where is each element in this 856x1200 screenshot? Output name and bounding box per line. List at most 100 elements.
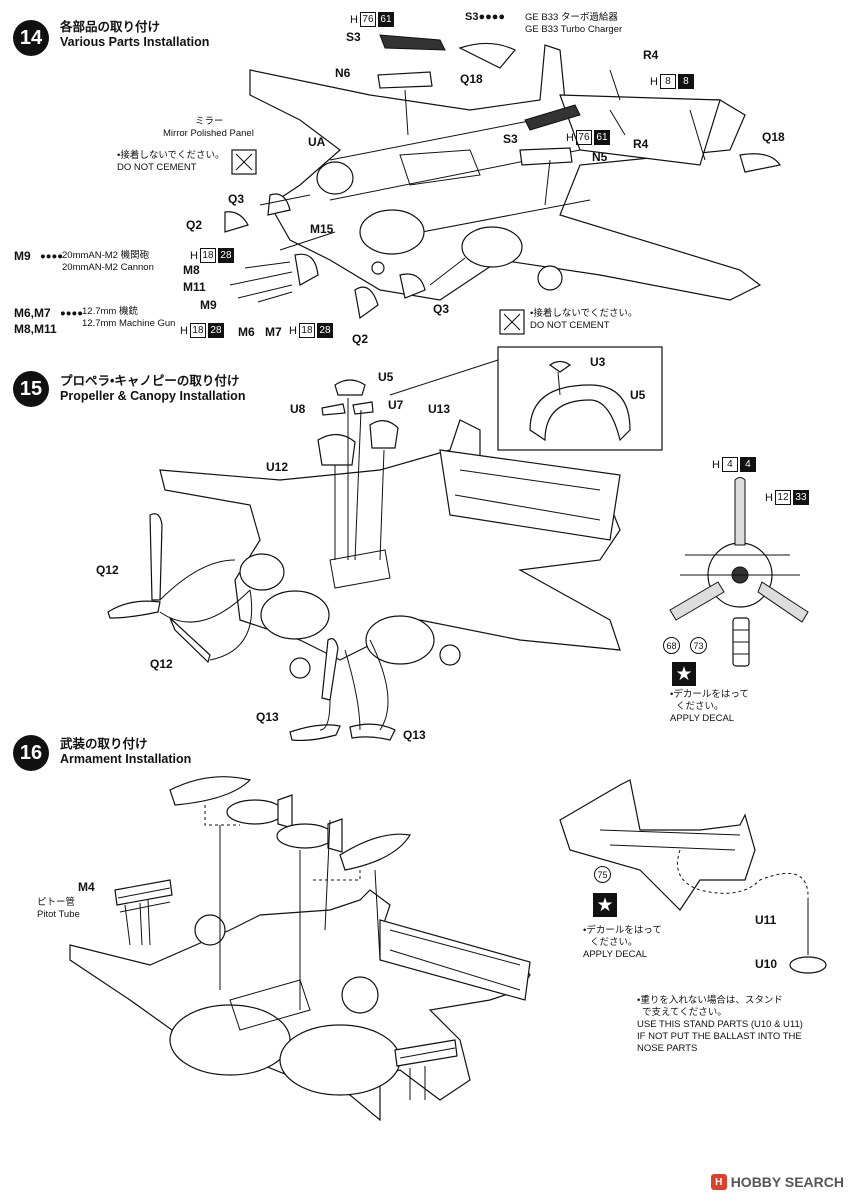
label-u13: U13: [428, 402, 451, 416]
watermark-text: HOBBY SEARCH: [730, 1174, 844, 1190]
pitot-jp: ピトー管: [37, 897, 76, 908]
paint-h: H: [190, 249, 198, 262]
label-m8: M8: [183, 263, 200, 277]
paint-box-filled: 4: [739, 457, 756, 472]
h8-paint-code: H 8 8: [650, 74, 694, 89]
paint-box-filled: 28: [207, 323, 224, 338]
label-m7: M7: [265, 325, 282, 339]
step-number-16: 16: [13, 735, 49, 771]
label-u11: U11: [755, 913, 777, 927]
no-cement-jp-1: •接着しないでください。: [117, 150, 225, 161]
paint-h: H: [765, 491, 773, 504]
paint-box-filled: 61: [593, 130, 610, 145]
step-number-15: 15: [13, 371, 49, 407]
m9-en: 20mmAN-M2 Cannon: [62, 262, 154, 273]
inset-label-u3: U3: [590, 355, 606, 369]
step-title-14: 各部品の取り付け Various Parts Installation: [60, 20, 209, 50]
s3-note-jp: GE B33 ターボ過給器: [525, 12, 618, 23]
step-title-15: プロペラ•キャノピーの取り付け Propeller & Canopy Insta…: [60, 374, 245, 404]
m6m7-bullet: ●●●●: [60, 308, 83, 319]
step16-aircraft-drawing: [69, 776, 827, 1122]
paint-box: 18: [298, 323, 315, 338]
no-cement-en-2: DO NOT CEMENT: [530, 320, 610, 331]
mg-en: 12.7mm Machine Gun: [82, 318, 176, 329]
label-m6m7-head: M6,M7: [14, 306, 51, 320]
ballast-en-2: IF NOT PUT THE BALLAST INTO THE: [637, 1031, 802, 1042]
paint-box-filled: 33: [792, 490, 809, 505]
no-cement-en-1: DO NOT CEMENT: [117, 162, 197, 173]
paint-h: H: [712, 458, 720, 471]
h18-paint-code-b: H 18 28: [180, 323, 224, 338]
label-u8: U8: [290, 402, 306, 416]
apply-decal-jp-2: ください。: [676, 701, 724, 712]
paint-box-filled: 8: [677, 74, 694, 89]
label-q18-b: Q18: [762, 130, 785, 144]
apply-decal-16-jp-1: •デカールをはって: [583, 925, 662, 936]
decal-number-73: 73: [690, 637, 707, 654]
label-u5: U5: [378, 370, 394, 384]
label-n6: N6: [335, 66, 351, 80]
mg-jp: 12.7mm 機銃: [82, 306, 138, 317]
step14-aircraft-drawing: [224, 34, 781, 335]
decal-number-68: 68: [663, 637, 680, 654]
label-q13-a: Q13: [256, 710, 279, 724]
decal-number-75: 75: [594, 866, 611, 883]
h18-paint-code-c: H 18 28: [289, 323, 333, 338]
step-title-14-en: Various Parts Installation: [60, 35, 210, 49]
label-q18-a: Q18: [460, 72, 483, 86]
label-m9: M9: [200, 298, 217, 312]
label-q3-a: Q3: [228, 192, 245, 206]
paint-box: 4: [721, 457, 738, 472]
label-r4-a: R4: [643, 48, 659, 62]
h12-paint-code: H 12 33: [765, 490, 809, 505]
paint-box: 18: [199, 248, 216, 263]
label-m6: M6: [238, 325, 255, 339]
step-number-14: 14: [13, 20, 49, 56]
star-decal-icon-16: ★: [593, 893, 617, 917]
label-s3-mid: S3: [503, 132, 518, 146]
label-m8m11-head: M8,M11: [14, 322, 57, 336]
step-title-14-jp: 各部品の取り付け: [60, 20, 161, 34]
ballast-jp-1: •重りを入れない場合は、スタンド: [637, 995, 783, 1006]
step-title-15-en: Propeller & Canopy Installation: [60, 389, 246, 403]
h18-paint-code-a: H 18 28: [190, 248, 234, 263]
paint-box-filled: 28: [316, 323, 333, 338]
mirror-jp: ミラー: [195, 116, 224, 127]
paint-box: 12: [774, 490, 791, 505]
label-u12: U12: [266, 460, 289, 474]
paint-h: H: [180, 324, 188, 337]
m9-jp: 20mmAN-M2 機関砲: [62, 250, 150, 261]
label-m15: M15: [310, 222, 334, 236]
paint-box: 18: [189, 323, 206, 338]
step-title-16: 武装の取り付け Armament Installation: [60, 737, 191, 767]
paint-h: H: [350, 13, 358, 26]
label-q12-a: Q12: [96, 563, 119, 577]
label-n5: N5: [592, 150, 608, 164]
label-m9-head: M9: [14, 249, 31, 263]
paint-box: 76: [359, 12, 376, 27]
ballast-en-3: NOSE PARTS: [637, 1043, 698, 1054]
paint-box-filled: 61: [377, 12, 394, 27]
label-q2-a: Q2: [186, 218, 203, 232]
pitot-en: Pitot Tube: [37, 909, 80, 920]
paint-box: 8: [659, 74, 676, 89]
hobby-search-logo-icon: H: [710, 1174, 727, 1190]
paint-h: H: [650, 75, 658, 88]
paint-h: H: [566, 131, 574, 144]
label-q3-b: Q3: [433, 302, 450, 316]
apply-decal-en: APPLY DECAL: [670, 713, 735, 724]
paint-h: H: [289, 324, 297, 337]
label-u10: U10: [755, 957, 778, 971]
label-q12-b: Q12: [150, 657, 173, 671]
label-q2-b: Q2: [352, 332, 369, 346]
mirror-en: Mirror Polished Panel: [163, 128, 254, 139]
s3-note-en: GE B33 Turbo Charger: [525, 24, 623, 35]
paint-box: 76: [575, 130, 592, 145]
h4-paint-code: H 4 4: [712, 457, 756, 472]
s3-paint-code-mid: H 76 61: [566, 130, 610, 145]
label-m11: M11: [183, 280, 206, 294]
step-title-15-jp: プロペラ•キャノピーの取り付け: [60, 374, 240, 388]
ballast-en-1: USE THIS STAND PARTS (U10 & U11): [637, 1019, 803, 1030]
inset-label-u5: U5: [630, 388, 646, 402]
